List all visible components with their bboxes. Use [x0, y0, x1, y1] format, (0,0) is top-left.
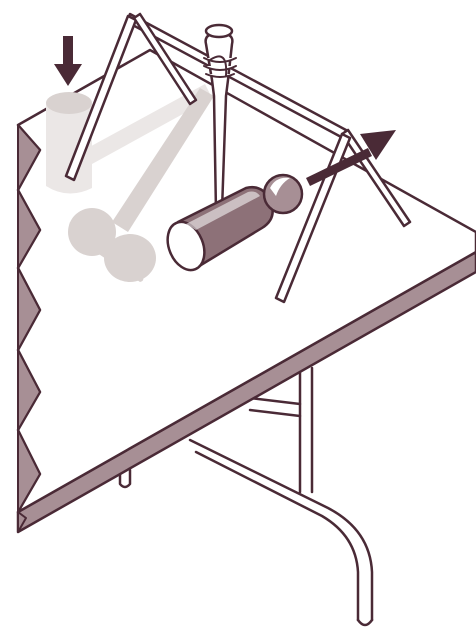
ghost-hammer-trail — [46, 84, 214, 282]
right-leg — [298, 366, 314, 494]
table-edge-zigzag — [17, 124, 41, 533]
downward-arrow-shaft — [63, 36, 73, 70]
ghost-head-lower-left — [68, 208, 116, 256]
diagonal-arrow-shaft — [306, 148, 372, 186]
downward-arrow-head — [54, 64, 82, 86]
diagonal-arrow-head — [360, 130, 396, 160]
diagonal-arrow — [306, 130, 396, 186]
table-legs — [118, 366, 374, 627]
pendulum-hammer — [166, 23, 274, 272]
ghost-handle-lower — [112, 88, 214, 232]
ghost-head-upper — [46, 96, 92, 194]
hammer-handle-tip — [204, 23, 234, 39]
ball — [262, 173, 304, 215]
ball-shine — [270, 177, 290, 196]
table-top — [16, 48, 476, 534]
leg-foot — [356, 618, 374, 627]
leg-crossbar — [248, 396, 302, 418]
hammer-head-face — [166, 220, 206, 272]
hammer-head-highlight — [186, 191, 260, 230]
motion-arrows — [54, 36, 396, 186]
curved-leg-inner — [194, 450, 360, 622]
frame-left-leg-front — [132, 12, 198, 106]
ghost-head-lower-right — [104, 234, 156, 282]
curved-leg-outer — [188, 438, 374, 622]
rope-lashing — [203, 55, 237, 78]
left-leg-stub — [118, 468, 132, 489]
downward-arrow — [54, 36, 82, 86]
ghost-handle-upper — [84, 84, 212, 164]
ghost-head-upper-cap — [46, 92, 92, 114]
frame-right-leg-front — [274, 132, 352, 304]
